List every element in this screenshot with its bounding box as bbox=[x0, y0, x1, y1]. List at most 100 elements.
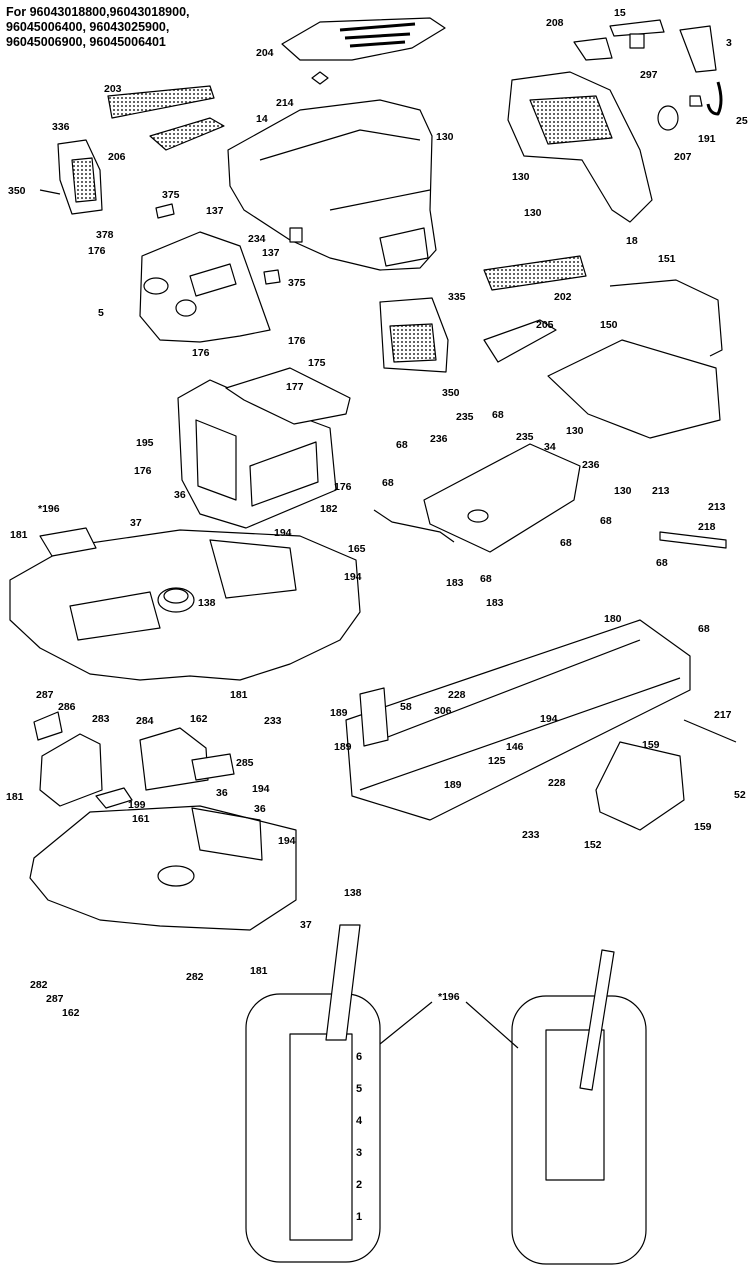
callout-375: 375 bbox=[288, 277, 306, 289]
callout-350: 350 bbox=[442, 387, 460, 399]
callout-181: 181 bbox=[230, 689, 248, 701]
callout-375: 375 bbox=[162, 189, 180, 201]
callout-218: 218 bbox=[698, 521, 716, 533]
part-18-front-grille bbox=[507, 71, 653, 223]
callout-182: 182 bbox=[320, 503, 338, 515]
callout-165: 165 bbox=[348, 543, 366, 555]
part-191-nut bbox=[689, 95, 703, 107]
callout-3: 3 bbox=[726, 37, 732, 49]
part-152-battery-tray bbox=[595, 741, 685, 831]
shift-gate-speed-labels: 6 5 4 3 2 1 bbox=[356, 1051, 363, 1223]
callout-285: 285 bbox=[236, 757, 254, 769]
callout-125: 125 bbox=[488, 755, 506, 767]
part-214-clip bbox=[311, 71, 329, 85]
callout-378: 378 bbox=[96, 229, 114, 241]
callout-5: 5 bbox=[98, 307, 104, 319]
callout-177: 177 bbox=[286, 381, 304, 393]
callout-151: 151 bbox=[658, 253, 676, 265]
callout-194: 194 bbox=[252, 783, 270, 795]
part-37-footrest-pan bbox=[9, 529, 361, 681]
callout-297: 297 bbox=[640, 69, 658, 81]
callout-181: 181 bbox=[250, 965, 268, 977]
callout-194: 194 bbox=[344, 571, 362, 583]
model-numbers-header: For 96043018800,96043018900, 96045006400… bbox=[6, 5, 190, 50]
callout-36: 36 bbox=[174, 489, 186, 501]
callout-189: 189 bbox=[330, 707, 348, 719]
callout-162: 162 bbox=[190, 713, 208, 725]
callout-68: 68 bbox=[698, 623, 710, 635]
part-350-screw-a bbox=[39, 189, 61, 195]
callout-233: 233 bbox=[264, 715, 282, 727]
part-3-bracket bbox=[679, 25, 717, 73]
part-208-latch bbox=[573, 37, 613, 61]
callout-234: 234 bbox=[248, 233, 266, 245]
callout-68: 68 bbox=[396, 439, 408, 451]
gate-label-4: 4 bbox=[356, 1115, 363, 1127]
callout-176: 176 bbox=[288, 335, 306, 347]
part-151-bracket bbox=[609, 279, 723, 357]
callout-213: 213 bbox=[708, 501, 726, 513]
callout-206: 206 bbox=[108, 151, 126, 163]
callout-138: 138 bbox=[344, 887, 362, 899]
part-14-hood bbox=[227, 99, 437, 271]
callout-130: 130 bbox=[436, 131, 454, 143]
callout-283: 283 bbox=[92, 713, 110, 725]
model-numbers-line-2: 96045006400, 96043025900, bbox=[6, 20, 170, 34]
callout-235: 235 bbox=[516, 431, 534, 443]
callout-282: 282 bbox=[186, 971, 204, 983]
part-165-rod bbox=[373, 509, 455, 543]
part-285-bracket bbox=[191, 753, 235, 781]
callout-37: 37 bbox=[130, 517, 142, 529]
callout-34: 34 bbox=[544, 441, 556, 453]
callout-14: 14 bbox=[256, 113, 268, 125]
callout-213: 213 bbox=[652, 485, 670, 497]
callout-138: 138 bbox=[198, 597, 216, 609]
callout-175: 175 bbox=[308, 357, 326, 369]
part-34-mounting-plate bbox=[423, 443, 581, 553]
callout-labels: 204 214 203 14 336 206 350 375 137 378 1… bbox=[6, 7, 748, 1019]
part-196-shift-plate bbox=[39, 527, 97, 557]
part-375-tab-a bbox=[155, 203, 175, 219]
callout-282: 282 bbox=[30, 979, 48, 991]
callout-194: 194 bbox=[540, 713, 558, 725]
callout-137: 137 bbox=[262, 247, 280, 259]
part-202-grille bbox=[483, 255, 587, 291]
callout-159: 159 bbox=[694, 821, 712, 833]
callout-228: 228 bbox=[448, 689, 466, 701]
callout-176: 176 bbox=[88, 245, 106, 257]
callout-137: 137 bbox=[206, 205, 224, 217]
part-207-headlight bbox=[657, 105, 679, 131]
part-283-cover bbox=[39, 733, 103, 807]
callout-228: 228 bbox=[548, 777, 566, 789]
part-297-spring bbox=[629, 33, 645, 49]
callout-68: 68 bbox=[480, 573, 492, 585]
callout-350: 350 bbox=[8, 185, 26, 197]
callout-180: 180 bbox=[604, 613, 622, 625]
callout-306: 306 bbox=[434, 705, 452, 717]
callout-159: 159 bbox=[642, 739, 660, 751]
model-numbers-line-3: 96045006900, 96045006401 bbox=[6, 35, 166, 49]
part-218-bracket bbox=[659, 531, 727, 549]
gate-label-5: 5 bbox=[356, 1083, 362, 1095]
callout-202: 202 bbox=[554, 291, 572, 303]
callout-176: 176 bbox=[192, 347, 210, 359]
part-375-tab-b bbox=[263, 269, 281, 285]
part-180-chassis-frame bbox=[345, 619, 691, 821]
gate-label-6: 6 bbox=[356, 1051, 362, 1063]
leader-196 bbox=[379, 1001, 519, 1049]
callout-196: *196 bbox=[38, 503, 60, 515]
callout-130: 130 bbox=[566, 425, 584, 437]
callout-189: 189 bbox=[334, 741, 352, 753]
part-199-cover bbox=[95, 787, 133, 809]
callout-68: 68 bbox=[560, 537, 572, 549]
callout-208: 208 bbox=[546, 17, 564, 29]
part-286-cover bbox=[33, 711, 63, 741]
callout-68: 68 bbox=[656, 557, 668, 569]
callout-284: 284 bbox=[136, 715, 154, 727]
callout-194: 194 bbox=[274, 527, 292, 539]
callout-52: 52 bbox=[734, 789, 746, 801]
callout-181: 181 bbox=[10, 529, 28, 541]
part-58-bracket bbox=[359, 687, 389, 747]
callout-152: 152 bbox=[584, 839, 602, 851]
